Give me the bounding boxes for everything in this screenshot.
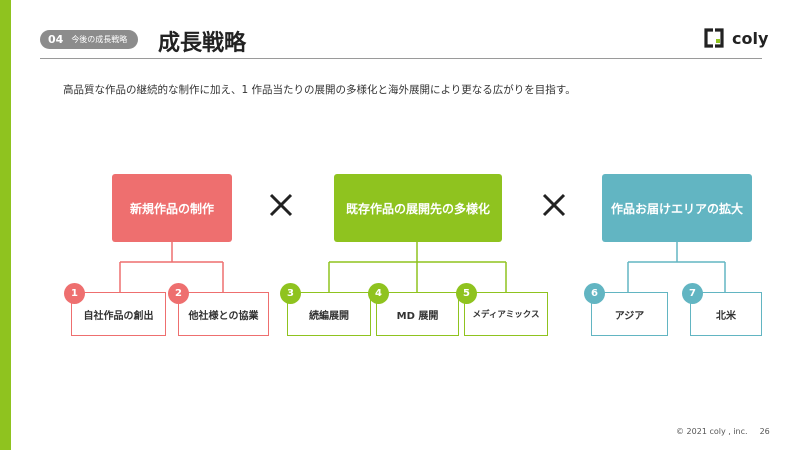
header-divider [40,58,762,59]
group-box-expand-area: 作品お届けエリアの拡大 [602,174,752,242]
number-badge-1: 1 [64,283,85,304]
multiply-icon [269,193,293,217]
number-badge-2: 2 [168,283,189,304]
group-box-diversify: 既存作品の展開先の多様化 [334,174,502,242]
item-box-6: アジア [591,292,668,336]
coly-logo-mark-icon [704,28,724,48]
section-number: 04 [48,33,64,46]
section-label: 今後の成長戦略 [71,35,128,44]
lead-text: 高品質な作品の継続的な制作に加え、1 作品当たりの展開の多様化と海外展開により更… [63,84,576,96]
number-badge-3: 3 [280,283,301,304]
number-badge-6: 6 [584,283,605,304]
connector-group-2 [328,242,507,292]
item-box-3: 続編展開 [287,292,371,336]
logo-text: coly [732,28,769,48]
page-title: 成長戦略 [158,31,247,56]
copyright-text: © 2021 coly , inc. [676,427,748,436]
item-box-5: メディアミックス [464,292,548,336]
number-badge-5: 5 [456,283,477,304]
connector-group-1 [119,242,224,292]
item-box-4: MD 展開 [376,292,459,336]
section-badge: 04 今後の成長戦略 [40,30,138,49]
group-box-new-works: 新規作品の制作 [112,174,232,242]
number-badge-4: 4 [368,283,389,304]
multiply-icon [542,193,566,217]
number-badge-7: 7 [682,283,703,304]
page-number: 26 [759,427,770,436]
item-box-7: 北米 [690,292,762,336]
footer: © 2021 coly , inc. 26 [676,427,770,436]
item-box-1: 自社作品の創出 [71,292,166,336]
connector-group-3 [627,242,726,292]
side-accent-bar [0,0,11,450]
item-box-2: 他社様との協業 [178,292,269,336]
company-logo: coly [704,27,768,49]
